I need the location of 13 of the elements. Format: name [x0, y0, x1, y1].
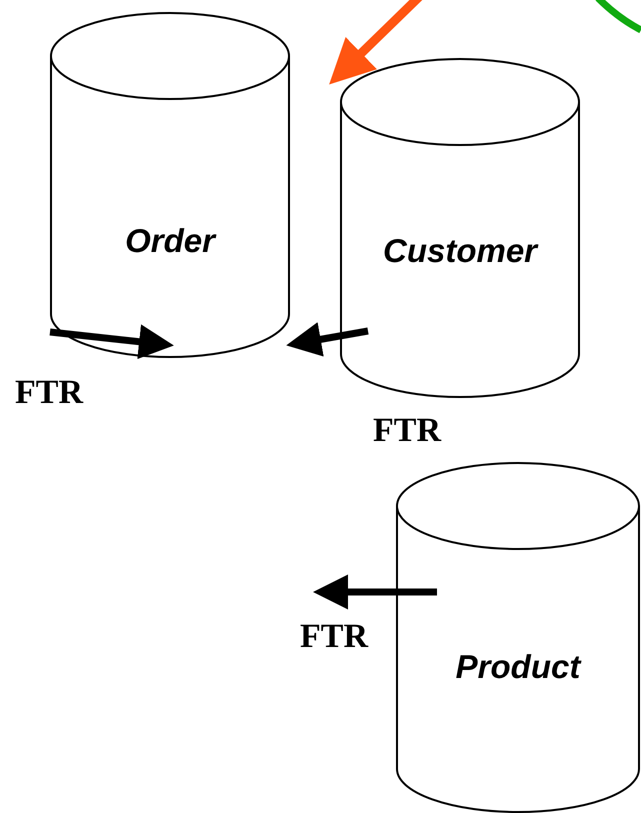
cylinder-label: Customer: [382, 232, 540, 270]
text-label: FTR: [373, 412, 441, 450]
cylinder-label: Product: [454, 648, 582, 686]
arrow: [329, 0, 424, 85]
cylinder-label: Order: [124, 222, 218, 260]
database-cylinder: [50, 12, 290, 358]
arrow: [313, 574, 437, 610]
text-label: FTR: [15, 374, 83, 412]
database-cylinder: [340, 58, 580, 398]
text-label: FTR: [300, 618, 368, 656]
database-cylinder: [396, 462, 640, 813]
arrow: [286, 322, 369, 357]
arrow: [50, 324, 174, 360]
